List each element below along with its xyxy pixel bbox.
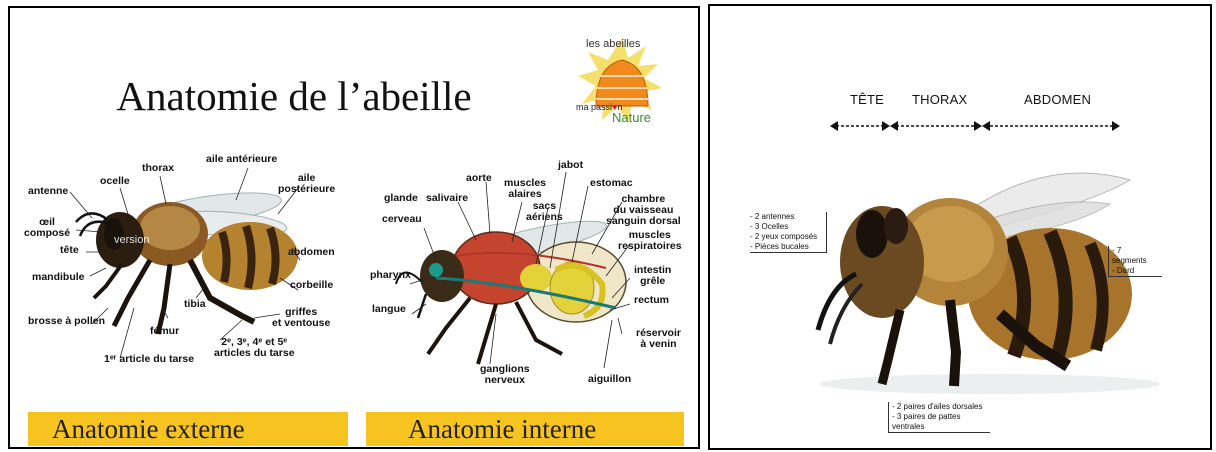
label-rectum: rectum [634, 295, 669, 306]
segment-thorax: THORAX [912, 92, 967, 107]
thorax-note-1: - 2 paires d'ailes dorsales [892, 402, 986, 412]
head-note-2: - 3 Ocelles [750, 222, 822, 232]
label-chambre-vaisseau: chambre du vaisseau sanguin dorsal [606, 194, 681, 227]
label-intestin-grele: intestin grêle [634, 265, 671, 287]
label-brosse-a-pollen: brosse à pollen [28, 316, 105, 327]
label-aile-posterieure: aile postérieure [278, 173, 335, 195]
label-premier-article-tarse: 1ᵉʳ article du tarse [104, 354, 194, 365]
logo-top-text: les abeilles [586, 38, 640, 50]
les-abeilles-logo: les abeilles ma passi♥n Nature [566, 36, 678, 128]
label-tibia: tibia [184, 299, 206, 310]
label-articles-tarse: 2ᵉ, 3ᵉ, 4ᵉ et 5ᵉ articles du tarse [214, 337, 295, 359]
label-glande: glande [384, 193, 418, 204]
label-tete: tête [60, 245, 79, 256]
abdomen-note-2: - Dard [1112, 266, 1158, 276]
abdomen-notes: - 7 segments - Dard [1108, 246, 1162, 277]
segment-abdomen: ABDOMEN [1024, 92, 1091, 107]
label-thorax: thorax [142, 163, 174, 174]
head-notes: - 2 antennes - 3 Ocelles - 2 yeux compos… [750, 212, 827, 253]
abdomen-note-1: - 7 segments [1112, 246, 1158, 266]
label-oeil-compose: œil composé [24, 217, 70, 239]
label-mandibule: mandibule [32, 272, 85, 283]
label-aorte: aorte [466, 173, 492, 184]
label-estomac: estomac [590, 178, 633, 189]
label-langue: langue [372, 304, 406, 315]
label-aiguillon: aiguillon [588, 374, 631, 385]
label-reservoir-venin: réservoir à venin [636, 328, 681, 350]
label-ocelle: ocelle [100, 176, 130, 187]
label-cerveau: cerveau [382, 214, 422, 225]
external-internal-anatomy-panel: Anatomie de l’abeille les abeilles ma pa… [8, 6, 700, 449]
head-note-4: - Pièces bucales [750, 242, 822, 252]
thorax-note-2: - 3 paires de pattes ventrales [892, 412, 986, 432]
bee-photo-illustration [800, 134, 1160, 394]
head-note-3: - 2 yeux composés [750, 232, 822, 242]
internal-anatomy-band: Anatomie interne [366, 412, 684, 446]
thorax-notes: - 2 paires d'ailes dorsales - 3 paires d… [888, 402, 990, 433]
watermark-text: version [114, 234, 149, 246]
label-abdomen: abdomen [288, 247, 335, 258]
label-muscles-alaires: muscles alaires [504, 178, 546, 200]
page-title: Anatomie de l’abeille [10, 72, 578, 120]
logo-nature-text: Nature [612, 110, 651, 125]
label-jabot: jabot [558, 160, 583, 171]
label-griffes-ventouse: griffes et ventouse [272, 307, 330, 329]
segment-tete: TÊTE [850, 92, 884, 107]
segment-arrows [826, 116, 1126, 136]
label-ganglions-nerveux: ganglions nerveux [480, 364, 530, 386]
label-salivaire: salivaire [426, 193, 468, 204]
label-corbeille: corbeille [290, 280, 333, 291]
bee-segments-panel: TÊTE THORAX ABDOMEN [708, 4, 1212, 450]
label-muscles-respiratoires: muscles respiratoires [618, 230, 682, 252]
head-note-1: - 2 antennes [750, 212, 822, 222]
label-aile-anterieure: aile antérieure [206, 154, 277, 165]
label-pharynx: pharynx [370, 270, 411, 281]
label-antenne: antenne [28, 186, 68, 197]
label-femur: fémur [150, 326, 179, 337]
external-anatomy-band: Anatomie externe [28, 412, 348, 446]
label-sacs-aeriens: sacs aériens [526, 201, 563, 223]
